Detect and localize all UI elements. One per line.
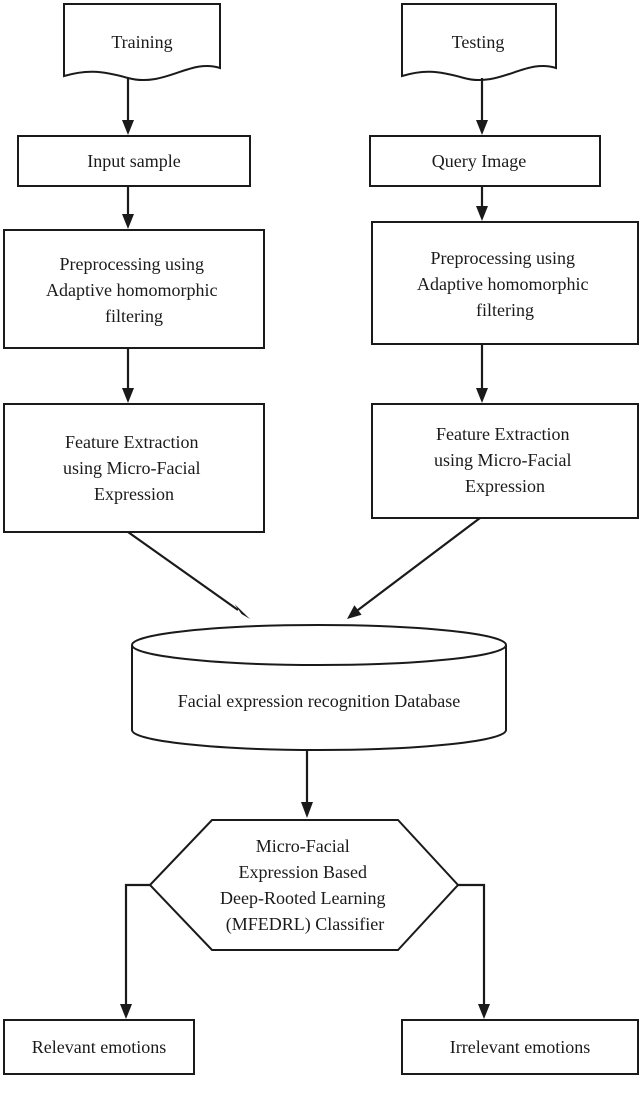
testing-label: Testing [452,32,505,52]
feature-extraction-right-line-1: Feature Extraction [436,424,569,444]
classifier-line-4: (MFEDRL) Classifier [226,914,384,935]
testing-node: Testing [401,3,557,81]
preprocessing-left-line-3: filtering [105,306,163,326]
preprocessing-left-node: Preprocessing using Adaptive homomorphic… [3,229,265,349]
arrow-database-to-classifier [301,751,313,818]
irrelevant-emotions-node: Irrelevant emotions [401,1019,639,1075]
classifier-node: Micro-Facial Expression Based Deep-Roote… [148,819,460,951]
preprocessing-right-line-2: Adaptive homomorphic [417,274,588,294]
arrow-query-to-preprocessing [476,186,488,221]
classifier-line-2: Expression Based [239,862,367,882]
arrow-feature-left-to-database [127,531,250,619]
query-image-label: Query Image [432,151,526,171]
preprocessing-right-line-1: Preprocessing using [431,248,575,268]
training-label: Training [111,32,172,52]
feature-extraction-right-line-2: using Micro-Facial [434,450,571,470]
preprocessing-right-line-3: filtering [476,300,534,320]
feature-extraction-left-line-2: using Micro-Facial [63,458,200,478]
classifier-line-1: Micro-Facial [256,836,350,856]
preprocessing-left-line-2: Adaptive homomorphic [46,280,217,300]
input-sample-node: Input sample [17,135,251,187]
relevant-emotions-node: Relevant emotions [3,1019,195,1075]
arrow-input-to-preprocessing [122,186,134,229]
arrow-feature-right-to-database [347,517,481,619]
svg-text:Micro-Facial Expression: Micro-Facial Expression Based Deep-Roote… [220,836,390,935]
input-sample-label: Input sample [87,151,180,171]
classifier-line-3: Deep-Rooted Learning [220,888,385,908]
feature-extraction-left-line-1: Feature Extraction [65,432,198,452]
irrelevant-emotions-label: Irrelevant emotions [450,1037,590,1057]
feature-extraction-left-node: Feature Extraction using Micro-Facial Ex… [3,403,265,533]
feature-extraction-left-line-3: Expression [94,484,174,504]
svg-text:Preprocessing using Adap: Preprocessing using Adaptive homomorphic… [417,248,593,320]
training-node: Training [63,3,221,81]
preprocessing-left-line-1: Preprocessing using [60,254,204,274]
svg-text:Feature Extraction using: Feature Extraction using Micro-Facial Ex… [434,424,576,496]
feature-extraction-right-line-3: Expression [465,476,545,496]
arrow-testing-to-query [476,78,488,135]
arrow-classifier-to-relevant [120,883,150,1019]
svg-text:Preprocessing using Adap: Preprocessing using Adaptive homomorphic… [46,254,222,326]
arrow-classifier-to-irrelevant [458,883,490,1019]
preprocessing-right-node: Preprocessing using Adaptive homomorphic… [371,221,639,345]
query-image-node: Query Image [369,135,601,187]
relevant-emotions-label: Relevant emotions [32,1037,166,1057]
database-label: Facial expression recognition Database [178,691,460,711]
svg-text:Feature Extraction using: Feature Extraction using Micro-Facial Ex… [63,432,205,504]
arrow-training-to-input [122,78,134,135]
arrow-preprocessing-right-to-feature [476,344,488,403]
feature-extraction-right-node: Feature Extraction using Micro-Facial Ex… [371,403,639,519]
arrow-preprocessing-left-to-feature [122,348,134,403]
database-node: Facial expression recognition Database [131,624,507,751]
